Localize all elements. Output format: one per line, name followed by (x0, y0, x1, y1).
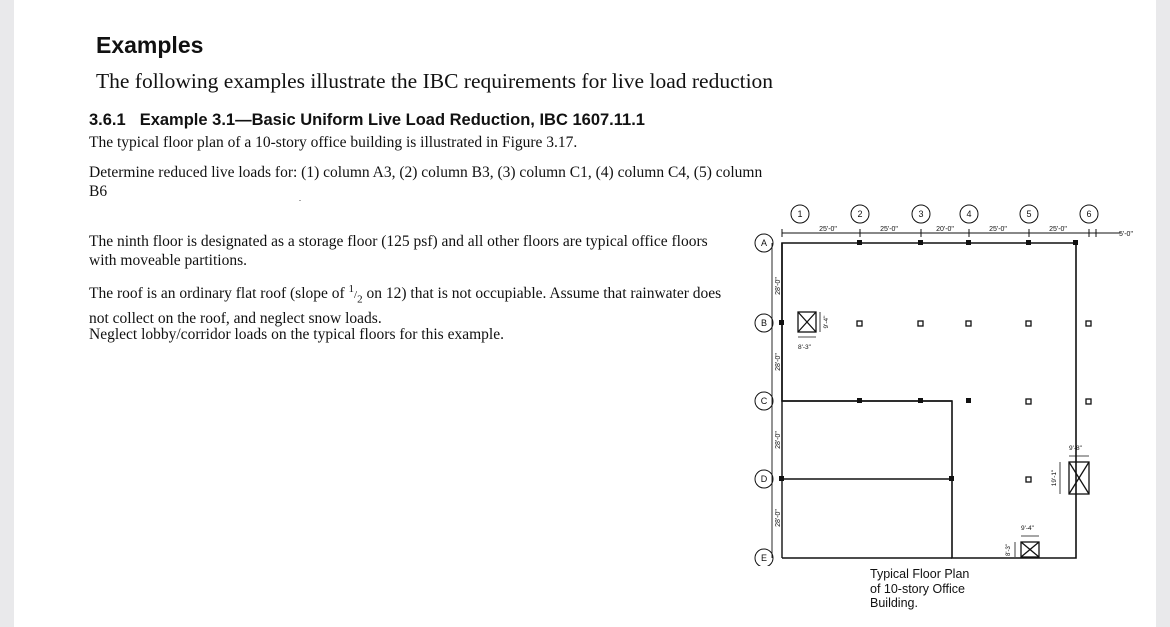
roof-slope-denominator: 2 (357, 293, 363, 306)
shaft-opening-right (1059, 455, 1090, 495)
stair-b-height: 9'-4" (823, 315, 830, 329)
page-subheading: The following examples illustrate the IB… (96, 69, 774, 93)
interior-columns (856, 320, 1092, 483)
paragraph-roof: The roof is an ordinary flat roof (slope… (89, 283, 722, 328)
page-heading: Examples (96, 32, 204, 58)
row-markers: A B C D E (754, 233, 774, 566)
row-label-d: D (761, 474, 768, 484)
bay-width-5: 25'-0" (1049, 226, 1067, 233)
bay-depth-labels: 28'-0" 28'-0" 28'-0" 28'-0" (775, 277, 782, 527)
column-label-1: 1 (797, 209, 802, 219)
row-label-c: C (761, 396, 768, 406)
column-marker-1 (790, 204, 810, 224)
row-marker-a (754, 233, 774, 253)
column-marker-3 (911, 204, 931, 224)
bay-depth-2: 28'-0" (775, 353, 782, 371)
row-label-e: E (761, 553, 767, 563)
bay-width-labels: 25'-0" 25'-0" 20'-0" 25'-0" 25'-0" 5'-0" (819, 226, 1133, 238)
shaft-opening-bottom (1014, 535, 1040, 558)
floor-plan-figure: 1 2 3 4 5 6 A B C D E 25'-0" (754, 204, 1133, 566)
bay-width-1: 25'-0" (819, 226, 837, 233)
row-marker-b (754, 313, 774, 333)
row-marker-c (754, 391, 774, 411)
scan-speck (299, 200, 301, 201)
roof-text-a: The roof is an ordinary flat roof (slope… (89, 285, 349, 303)
bay-depth-1: 28'-0" (775, 277, 782, 295)
column-label-2: 2 (857, 209, 862, 219)
column-marker-5 (1019, 204, 1039, 224)
bay-width-2: 25'-0" (880, 226, 898, 233)
paragraph-determine: Determine reduced live loads for: (1) co… (89, 164, 763, 200)
document-page: Examples The following examples illustra… (14, 0, 1156, 627)
paragraph-storage: The ninth floor is designated as a stora… (89, 233, 708, 269)
bay-depth-3: 28'-0" (775, 431, 782, 449)
roof-slope-numerator: 1 (348, 283, 355, 295)
row-label-a: A (761, 238, 767, 248)
shaft-bottom-width: 9'-4" (1021, 525, 1035, 532)
edge-columns (779, 240, 1078, 481)
section-heading: 3.6.1 Example 3.1—Basic Uniform Live Load… (89, 111, 645, 130)
caption-line-1: Typical Floor Plan (870, 567, 970, 581)
figure-caption: Typical Floor Plan of 10-story Office Bu… (870, 567, 969, 611)
bay-width-4: 25'-0" (989, 226, 1007, 233)
column-marker-2 (850, 204, 870, 224)
overhang-label: 5'-0" (1119, 231, 1133, 238)
roof-text-b: on 12) that is not occupiable. Assume th… (89, 285, 722, 328)
top-dimension-ticks (781, 229, 1097, 237)
column-label-5: 5 (1026, 209, 1031, 219)
column-markers: 1 2 3 4 5 6 (790, 204, 1099, 224)
paragraph-intro: The typical floor plan of a 10-story off… (89, 134, 578, 151)
stair-b-width: 8'-3" (798, 344, 812, 351)
section-number: 3.6.1 (89, 111, 126, 129)
caption-line-3: Building. (870, 596, 918, 610)
column-label-6: 6 (1086, 209, 1091, 219)
paragraph-lobby: Neglect lobby/corridor loads on the typi… (89, 326, 504, 343)
column-label-3: 3 (918, 209, 923, 219)
row-marker-d (754, 469, 774, 489)
section-title: Example 3.1—Basic Uniform Live Load Redu… (139, 111, 645, 129)
shaft-bottom-height: 8'-3" (1006, 544, 1012, 556)
shaft-right-height: 19'-1" (1051, 469, 1058, 486)
bay-width-3: 20'-0" (936, 226, 954, 233)
column-marker-6 (1079, 204, 1099, 224)
shaft-right-width: 9'-8" (1069, 445, 1083, 452)
column-label-4: 4 (966, 209, 971, 219)
row-marker-e (754, 548, 774, 566)
column-marker-4 (959, 204, 979, 224)
bay-depth-4: 28'-0" (775, 509, 782, 527)
row-label-b: B (761, 318, 767, 328)
caption-line-2: of 10-story Office (870, 581, 965, 596)
stair-opening-b (797, 311, 821, 338)
